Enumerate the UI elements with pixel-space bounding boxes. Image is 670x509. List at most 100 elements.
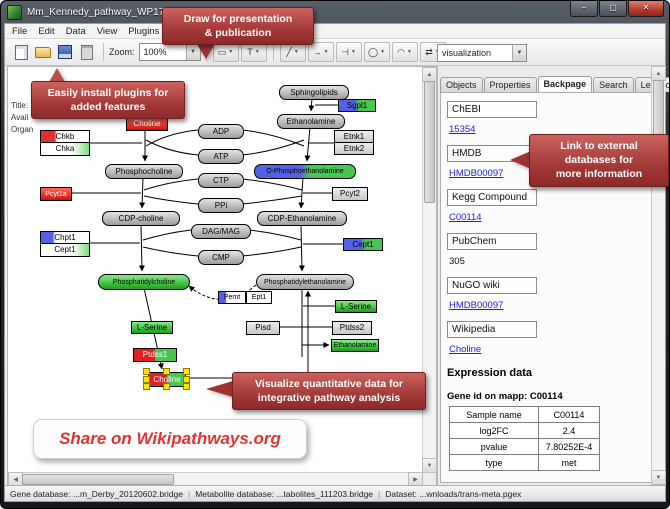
backpage-link-hmdb[interactable]: HMDB00097 <box>449 168 504 179</box>
selection-handle[interactable] <box>183 368 190 375</box>
table-cell: 7.80252E-4 <box>538 438 600 455</box>
node-sgpl1[interactable]: Sgpl1 <box>338 99 376 112</box>
pathway-canvas[interactable]: Title: Avail Organ <box>8 67 423 473</box>
save-button[interactable] <box>55 42 75 62</box>
callout-plugins-pointer-icon <box>49 68 65 82</box>
chevron-down-icon: ▼ <box>293 49 299 55</box>
backpage-link-nugo[interactable]: HMDB00097 <box>449 300 504 311</box>
app-icon <box>7 4 22 20</box>
node-ptdss2[interactable]: Ptdss2 <box>332 321 372 335</box>
visualization-value: visualization <box>442 48 492 58</box>
pathway-info-availability: Avail <box>11 113 29 122</box>
node-sphingolipids[interactable]: Sphingolipids <box>279 85 349 100</box>
scrollbar-thumb[interactable] <box>424 81 435 203</box>
node-pcyt1a[interactable]: Pcyt1a <box>40 187 72 201</box>
callout-visualize-pointer-icon <box>206 381 233 397</box>
toolbar: Zoom: 100% ▼ ▭▼ T▼ ╱▼ →▼ ⊣▼ ◯▼ ◠▼ ⇄▼ vis… <box>5 39 665 66</box>
node-atp[interactable]: ATP <box>198 149 244 164</box>
tool-shape-button[interactable]: ◯▼ <box>363 42 390 62</box>
tab-objects[interactable]: Objects <box>440 77 483 92</box>
selection-handle[interactable] <box>163 368 170 375</box>
panel-vertical-scrollbar[interactable]: ▲ ▼ <box>651 66 666 485</box>
tool-arrow-button[interactable]: →▼ <box>307 42 334 62</box>
canvas-horizontal-scrollbar[interactable]: ◀ ▶ <box>8 472 423 487</box>
backpage-header-nugo: NuGO wiki <box>447 277 537 294</box>
selection-handle[interactable] <box>143 383 150 390</box>
minimize-button[interactable]: – <box>570 1 598 17</box>
node-phosphatidylethanolamine[interactable]: Phosphatidylethanolamine <box>256 274 354 290</box>
backpage-link-wikipedia[interactable]: Choline <box>449 344 482 355</box>
status-dataset: Dataset: ...wnloads/trans-meta.pgex <box>385 488 522 499</box>
tool-tbar-button[interactable]: ⊣▼ <box>335 42 362 62</box>
callout-link-pointer-icon <box>510 151 531 169</box>
node-ethanolamine-green[interactable]: Ethanolamine <box>331 339 379 352</box>
backpage-link-chebi[interactable]: 15354 <box>449 124 476 135</box>
scroll-up-icon[interactable]: ▲ <box>651 66 666 81</box>
menu-view[interactable]: View <box>96 25 118 37</box>
expression-table: Sample name C00114 log2FC 2.4 pvalue 7.8… <box>449 406 600 471</box>
menu-data[interactable]: Data <box>65 25 86 37</box>
node-choline[interactable]: Choline <box>126 117 168 131</box>
visualization-combobox[interactable]: visualization ▼ <box>437 44 527 62</box>
node-ptdss1[interactable]: Ptdss1 <box>133 348 177 362</box>
chevron-down-icon: ▼ <box>254 49 260 55</box>
node-etnk2[interactable]: Etnk2 <box>334 142 374 155</box>
node-l-serine-left[interactable]: L-Serine <box>131 321 173 334</box>
pathway-info-organism: Organ <box>11 125 34 134</box>
paste-button[interactable] <box>77 42 97 62</box>
menu-edit[interactable]: Edit <box>38 25 55 37</box>
selection-handle[interactable] <box>163 383 170 390</box>
canvas-vertical-scrollbar[interactable]: ▲ ▼ <box>422 67 437 473</box>
close-button[interactable]: ✕ <box>628 1 664 17</box>
node-pcyt2[interactable]: Pcyt2 <box>332 187 368 201</box>
menu-file[interactable]: File <box>12 25 28 37</box>
node-cdp-ethanolamine[interactable]: CDP-Ethanolamine <box>257 211 347 226</box>
new-file-button[interactable] <box>11 42 31 62</box>
node-cmp[interactable]: CMP <box>198 250 244 265</box>
zoom-combobox[interactable]: 100% ▼ <box>138 43 201 61</box>
chevron-down-icon[interactable]: ▼ <box>512 45 526 61</box>
table-cell: type <box>449 454 539 471</box>
scroll-down-icon[interactable]: ▼ <box>651 470 666 485</box>
node-l-serine-right[interactable]: L-Serine <box>335 300 377 313</box>
tab-properties[interactable]: Properties <box>483 77 537 92</box>
node-phosphocholine[interactable]: Phosphocholine <box>105 164 183 179</box>
backpage-link-kegg[interactable]: C00114 <box>449 212 482 223</box>
node-pisd[interactable]: Pisd <box>246 321 280 335</box>
node-cept1-right[interactable]: Cept1 <box>343 238 383 251</box>
table-cell: pvalue <box>449 438 539 455</box>
menu-plugins[interactable]: Plugins <box>128 25 160 37</box>
status-metabolite-database: Metabolite database: ...tabolites_111203… <box>195 488 374 499</box>
node-cdp-choline[interactable]: CDP-choline <box>102 211 180 226</box>
selection-handle[interactable] <box>183 383 190 390</box>
scrollbar-thumb[interactable] <box>22 474 174 485</box>
table-row: type met <box>449 454 600 471</box>
selection-handle[interactable] <box>143 376 150 383</box>
statusbar: Gene database: ...m_Derby_20120602.bridg… <box>5 485 665 501</box>
chevron-down-icon[interactable]: ▼ <box>185 44 200 60</box>
table-row: pvalue 7.80252E-4 <box>449 438 600 455</box>
selection-handle[interactable] <box>183 376 190 383</box>
selection-handle[interactable] <box>143 368 150 375</box>
menubar: File Edit Data View Plugins Help <box>5 24 665 39</box>
scroll-right-icon[interactable]: ▶ <box>408 472 423 487</box>
scroll-down-icon[interactable]: ▼ <box>422 458 437 473</box>
node-o-phosphoethanolamine[interactable]: O-Phosphoethanolamine <box>254 164 356 179</box>
node-dag-mag[interactable]: DAG/MAG <box>191 224 251 239</box>
scroll-up-icon[interactable]: ▲ <box>422 67 437 82</box>
tab-search[interactable]: Search <box>593 77 634 92</box>
node-ctp[interactable]: CTP <box>198 173 244 188</box>
node-ppi[interactable]: PPi <box>198 198 244 213</box>
node-cept1-left[interactable]: Cept1 <box>40 243 90 257</box>
node-ept1[interactable]: Ept1 <box>246 291 272 304</box>
node-phosphatidylcholine[interactable]: Phosphatidylcholine <box>98 274 190 290</box>
node-pemt[interactable]: Pemt <box>218 291 246 304</box>
side-panel: Objects Properties Backpage Search Legen… <box>437 66 669 485</box>
node-ethanolamine[interactable]: Ethanolamine <box>277 114 345 129</box>
maximize-button[interactable]: ▢ <box>599 1 627 17</box>
open-button[interactable] <box>33 42 53 62</box>
tool-arc-button[interactable]: ◠▼ <box>391 42 418 62</box>
node-adp[interactable]: ADP <box>198 124 244 139</box>
node-chka[interactable]: Chka <box>40 142 90 156</box>
tab-backpage[interactable]: Backpage <box>537 76 593 92</box>
